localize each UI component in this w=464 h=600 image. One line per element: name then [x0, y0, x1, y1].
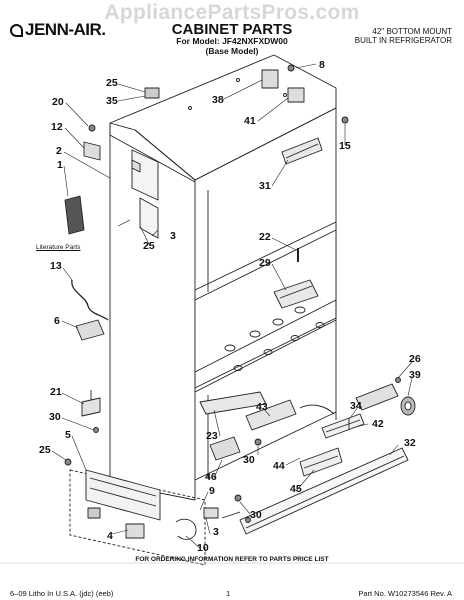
callout-23: 23 — [206, 430, 218, 442]
callout-42: 42 — [372, 418, 384, 430]
callout-45: 45 — [290, 483, 302, 495]
lower-compartment-parts — [199, 377, 416, 535]
callout-25-bottom: 25 — [39, 444, 51, 456]
watermark: AppliancePartsPros.com — [104, 1, 360, 24]
page-title: CABINET PARTS — [171, 21, 293, 38]
brand-logo: JENN-AIR. — [10, 20, 106, 40]
callout-8: 8 — [319, 59, 325, 71]
brand-mark-icon — [10, 24, 23, 37]
footer-part-number: Part No. W10273546 Rev. A — [358, 589, 452, 598]
callout-4: 4 — [107, 530, 113, 542]
callout-leaders — [51, 63, 413, 549]
callout-39: 39 — [409, 369, 421, 381]
callout-31: 31 — [259, 180, 271, 192]
cabinet-shell — [109, 54, 337, 501]
callout-12: 12 — [51, 121, 63, 133]
left-side-parts — [64, 195, 109, 466]
footer-page-number: 1 — [226, 589, 231, 598]
callout-30-left: 30 — [49, 411, 61, 423]
callout-43: 43 — [256, 401, 268, 413]
callout-26: 26 — [409, 353, 421, 365]
callout-15: 15 — [339, 140, 351, 152]
callout-10: 10 — [197, 542, 209, 554]
product-description-line-1: 42" BOTTOM MOUNT — [372, 27, 452, 36]
footer-litho: 6–09 Litho In U.S.A. (jdc) (eeb) — [10, 589, 114, 598]
brand-text: JENN-AIR. — [25, 20, 106, 39]
callout-1: 1 — [57, 159, 63, 171]
lower-front-assembly — [69, 469, 241, 566]
callout-44: 44 — [273, 460, 285, 472]
callout-13: 13 — [50, 260, 62, 272]
model-number: For Model: JF42NXFXDW00 — [176, 36, 288, 46]
callout-34: 34 — [350, 400, 362, 412]
callout-5: 5 — [65, 429, 71, 441]
callout-32: 32 — [404, 437, 416, 449]
callout-3-lower: 3 — [213, 526, 219, 538]
callout-3-upper: 3 — [170, 230, 176, 242]
literature-parts-label: Literature Parts — [36, 244, 81, 251]
product-description-line-2: BUILT IN REFRIGERATOR — [354, 36, 452, 45]
callout-6: 6 — [54, 315, 60, 327]
callout-29: 29 — [259, 257, 271, 269]
callout-21: 21 — [50, 386, 62, 398]
callout-46: 46 — [205, 471, 217, 483]
callout-35: 35 — [106, 95, 118, 107]
callout-30-lower: 30 — [250, 509, 262, 521]
callout-41: 41 — [244, 115, 256, 127]
upper-hinge-parts — [83, 64, 349, 309]
ordering-footnote: FOR ORDERING INFORMATION REFER TO PARTS … — [135, 556, 329, 563]
callout-2: 2 — [56, 145, 62, 157]
callout-30-mid: 30 — [243, 454, 255, 466]
callout-9: 9 — [209, 485, 215, 497]
callout-25-mid: 25 — [143, 240, 155, 252]
callout-38: 38 — [212, 94, 224, 106]
callout-22: 22 — [259, 231, 271, 243]
callout-20: 20 — [52, 96, 64, 108]
callout-25-top: 25 — [106, 77, 118, 89]
base-model-note: (Base Model) — [205, 46, 259, 56]
